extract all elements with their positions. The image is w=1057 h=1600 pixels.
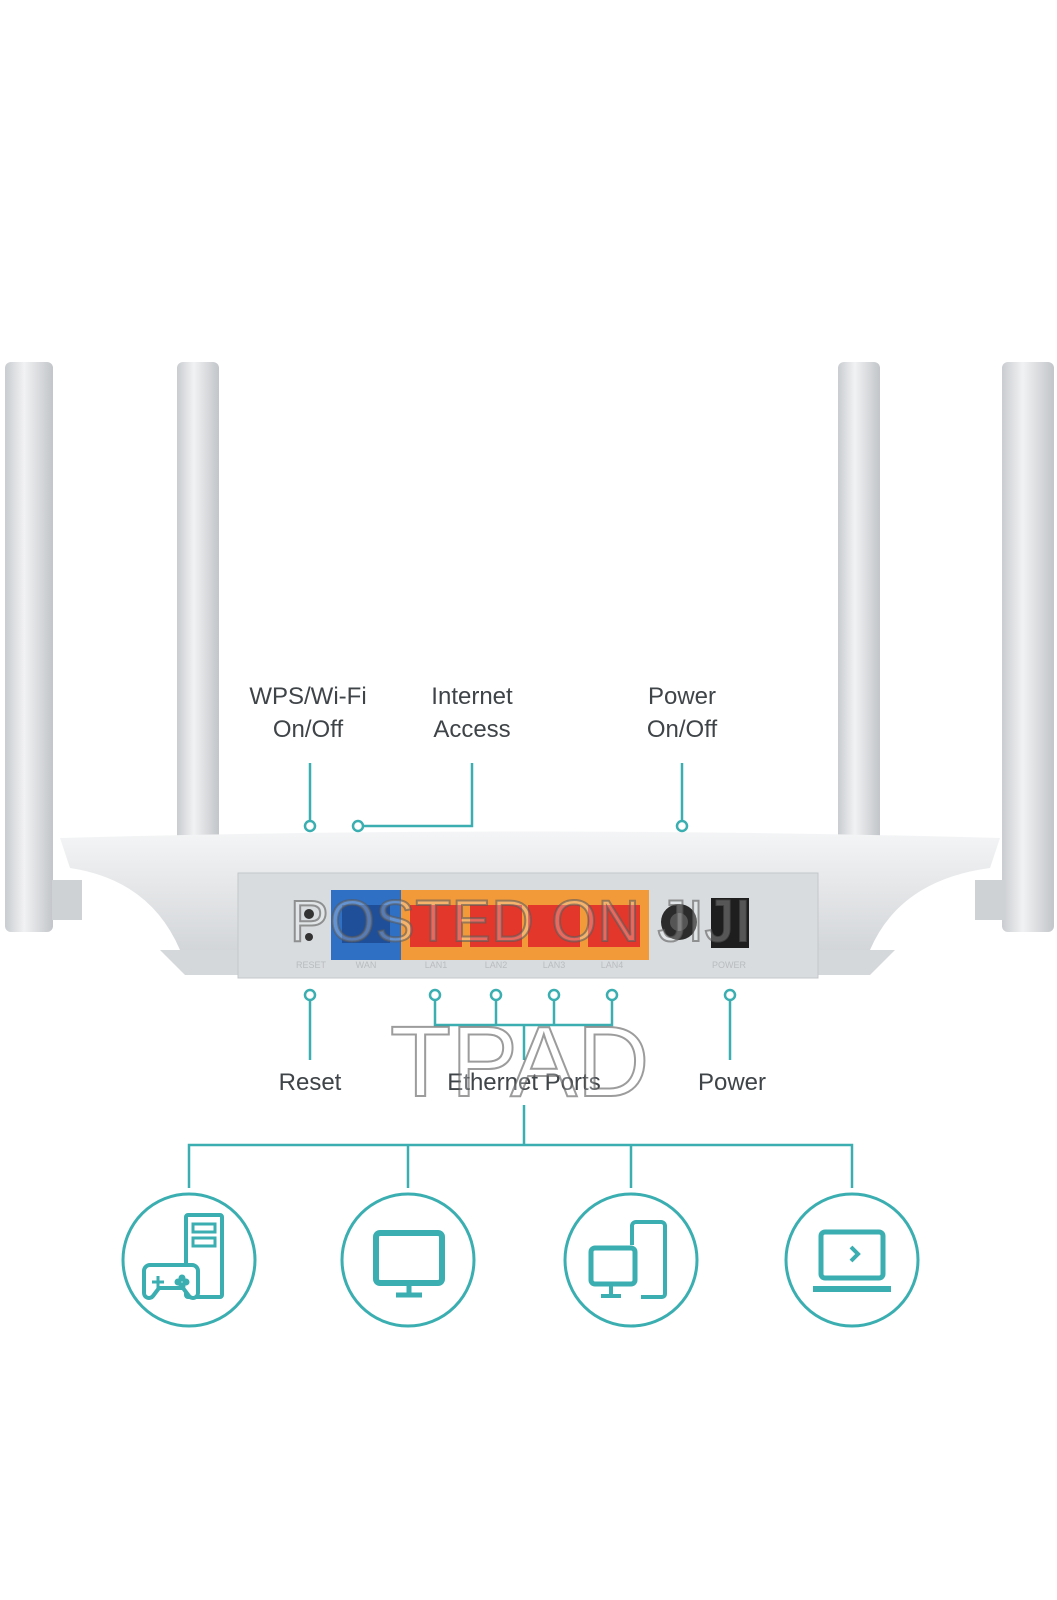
antenna — [5, 362, 53, 932]
port-label: LAN4 — [601, 960, 624, 970]
power-jack — [711, 898, 749, 948]
label-wps-wifi: WPS/Wi-Fi On/Off — [249, 683, 367, 743]
antenna — [177, 362, 219, 927]
desktop-tablet-icon — [563, 1192, 699, 1328]
lan-port — [410, 905, 462, 947]
port-label: RESET — [296, 960, 327, 970]
reset-button — [304, 909, 314, 919]
game-console-pc-icon — [121, 1192, 257, 1328]
monitor-icon — [340, 1192, 476, 1328]
lan-port — [470, 905, 522, 947]
port-label: POWER — [712, 960, 747, 970]
callout-lines — [187, 763, 854, 1188]
port-label: WAN — [356, 960, 377, 970]
label-power: Power — [697, 1069, 767, 1096]
port-label: LAN3 — [543, 960, 566, 970]
label-power-switch: Power On/Off — [646, 683, 718, 743]
watermark-tpad: TPAD — [389, 1005, 650, 1119]
watermark-jiji: POSTED ON JIJI — [289, 888, 752, 955]
label-ethernet-ports: Ethernet Ports — [447, 1069, 601, 1096]
lan-port — [528, 905, 580, 947]
port-label: LAN2 — [485, 960, 508, 970]
antenna — [1002, 362, 1054, 932]
port-label: LAN1 — [425, 960, 448, 970]
label-internet-access: Internet Access — [431, 683, 513, 743]
lan-port — [588, 905, 640, 947]
label-reset: Reset — [278, 1069, 342, 1096]
antenna — [838, 362, 880, 927]
callout-dots — [303, 819, 737, 1002]
laptop-icon — [784, 1192, 920, 1328]
